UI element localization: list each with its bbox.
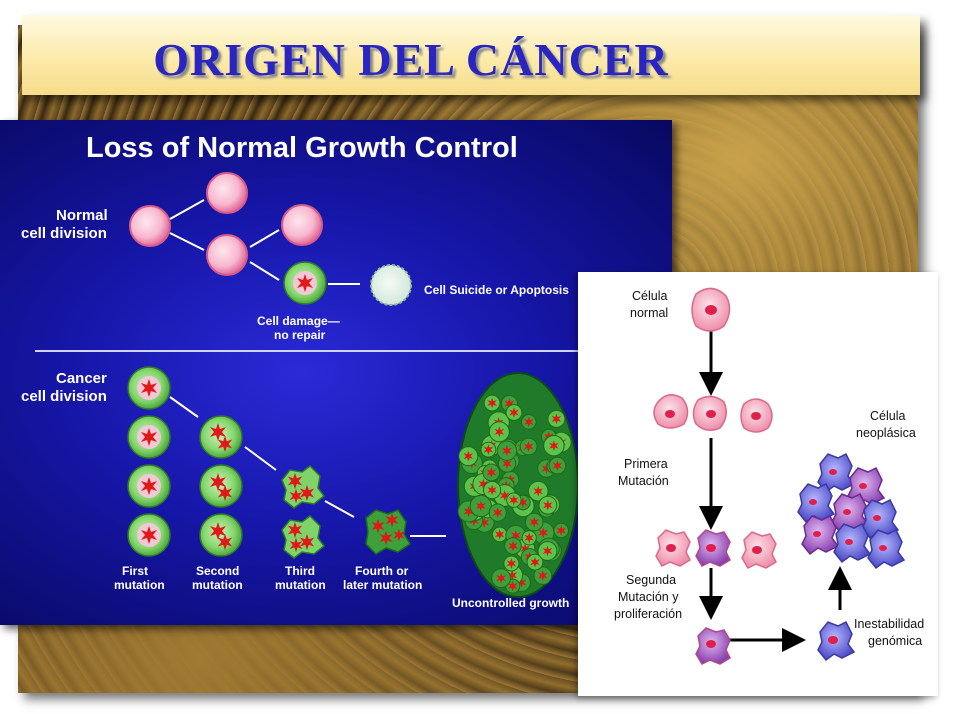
first-mutation-label-line2: Mutación [618,474,669,488]
first-mutation-cells [127,366,171,557]
first-mutation-cells [653,394,773,433]
growth-control-diagram: Loss of Normal Growth Control Normal cel… [0,120,672,625]
normal-cell [206,172,248,214]
tumor-progression-svg: Célula normal Primera Mutación Segunda M… [614,287,924,665]
normal-lineage-lines [169,199,360,285]
stage-2-line2: mutation [192,578,243,592]
neoplastic-cell-cluster [797,452,906,570]
normal-cell [281,204,323,246]
normal-cell [691,287,731,332]
apoptosis-label: Cell Suicide or Apoptosis [424,283,569,297]
second-mutation-cells [199,415,243,557]
normal-cell-label-line2: normal [630,306,668,320]
damaged-cell [283,261,327,305]
cancer-label-line1: Cancer [56,370,107,387]
damage-label-line2: no repair [274,328,326,342]
second-mutation-label-line1: Segunda [626,573,676,587]
neoplastic-label-line1: Célula [870,409,905,423]
neoplastic-label-line2: neoplásica [856,426,916,440]
fourth-mutation-cluster [365,509,412,555]
uncontrolled-growth-label: Uncontrolled growth [452,596,569,610]
stage-2-line1: Second [196,564,239,578]
stage-1-line1: First [122,564,148,578]
stage-1-line2: mutation [114,578,165,592]
proliferating-cell [695,627,731,665]
stage-4-line1: Fourth or [355,564,409,578]
stage-3-line1: Third [285,564,315,578]
second-mutation-cells [655,529,777,569]
cancer-label-line2: cell division [21,388,107,405]
second-mutation-label-line3: proliferación [614,607,682,621]
damage-label-line1: Cell damage— [257,314,340,328]
normal-cell [129,205,171,247]
progression-arrows [699,330,852,652]
stage-3-line2: mutation [275,578,326,592]
uncontrolled-growth-mass [457,372,579,598]
normal-label-line1: Normal [56,207,108,224]
stage-4-line2: later mutation [343,578,422,592]
unstable-cell [817,620,856,662]
tumor-progression-diagram: Célula normal Primera Mutación Segunda M… [578,272,938,696]
instability-label-line2: genómica [868,634,922,648]
normal-cell [206,234,248,276]
diagram-title: Loss of Normal Growth Control [86,132,518,164]
normal-label-line2: cell division [21,225,107,242]
slide-title: ORIGEN DEL CÁNCER [153,34,669,85]
instability-label-line1: Inestabilidad [854,617,924,631]
second-mutation-label-line2: Mutación y [618,590,679,604]
apoptotic-cell [370,264,412,306]
normal-cell-label-line1: Célula [632,289,667,303]
first-mutation-label-line1: Primera [624,457,668,471]
third-mutation-cells [281,465,326,559]
cancer-lineage-lines [169,396,446,537]
growth-control-svg: Loss of Normal Growth Control Normal cel… [21,132,672,610]
title-banner: ORIGEN DEL CÁNCER [22,15,920,95]
